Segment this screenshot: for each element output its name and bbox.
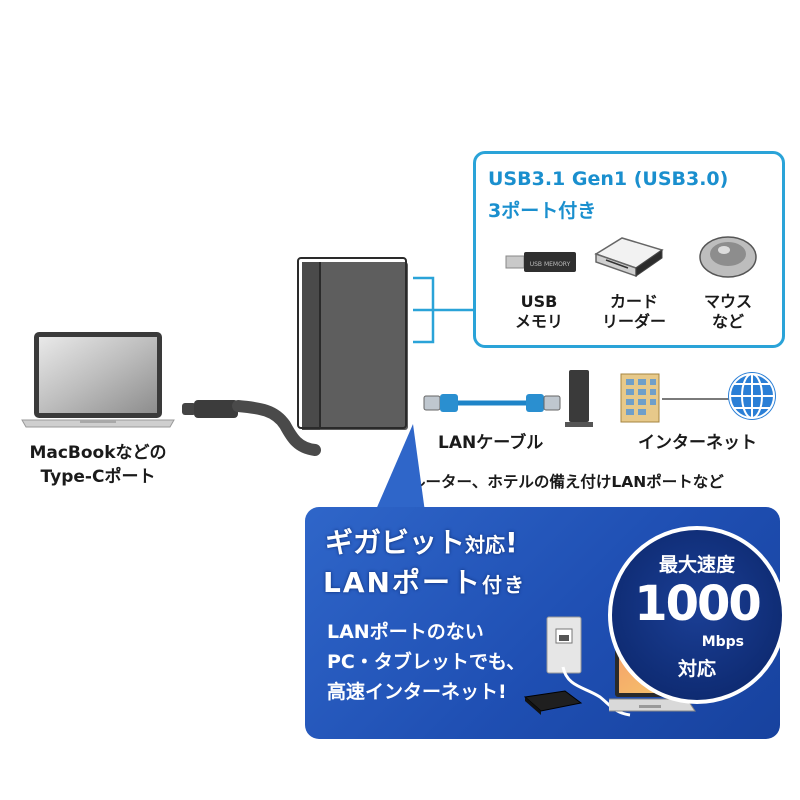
mouse-icon [699,236,757,278]
globe-icon [728,372,776,420]
router-caption: ルーター、ホテルの備え付けLANポートなど [410,473,724,491]
panel-body-line-3: 高速インターネット! [327,681,507,703]
lan-adapter-device [297,257,408,430]
card-reader-icon [594,237,664,278]
speed-badge: 最大速度 1000 Mbps 対応 [608,526,786,704]
lan-cable-label: LANケーブル [438,433,544,453]
internet-label: インターネット [638,433,757,453]
badge-top-text: 最大速度 [658,554,735,576]
badge-speed-number: 1000 [634,576,762,632]
panel-headline-2: LANポート付き [323,566,526,599]
macbook-illustration [21,332,175,428]
badge-bottom-text: 対応 [677,658,716,680]
usb-spec-title: USB3.1 Gen1 (USB3.0) [488,168,729,190]
building-icon [620,373,660,423]
device-label-card-reader: カード リーダー [601,292,666,331]
panel-body-line-1: LANポートのない [327,621,484,643]
usb-c-cable [182,400,321,456]
usb-stick-print: USB MEMORY [530,261,571,268]
usb-connector-lines [413,276,475,344]
lan-cable-illustration [423,394,561,412]
device-label-mouse: マウス など [703,292,752,331]
router-icon [565,370,593,427]
usb-ports-box: USB3.1 Gen1 (USB3.0) 3ポート付き USB MEMORY U… [473,151,785,348]
device-label-usb-memory: USB メモリ [514,292,563,331]
panel-body-line-2: PC・タブレットでも、 [327,651,526,673]
laptop-caption: MacBookなどの Type-Cポート [29,443,167,487]
internet-link-line [662,398,734,400]
panel-pointer [375,424,425,512]
badge-unit: Mbps [701,634,744,650]
panel-headline-1: ギガビット対応! [325,526,518,559]
panel-adapter-icon [523,666,631,717]
usb-memory-icon: USB MEMORY [505,252,576,272]
usb-port-count: 3ポート付き [488,200,597,222]
